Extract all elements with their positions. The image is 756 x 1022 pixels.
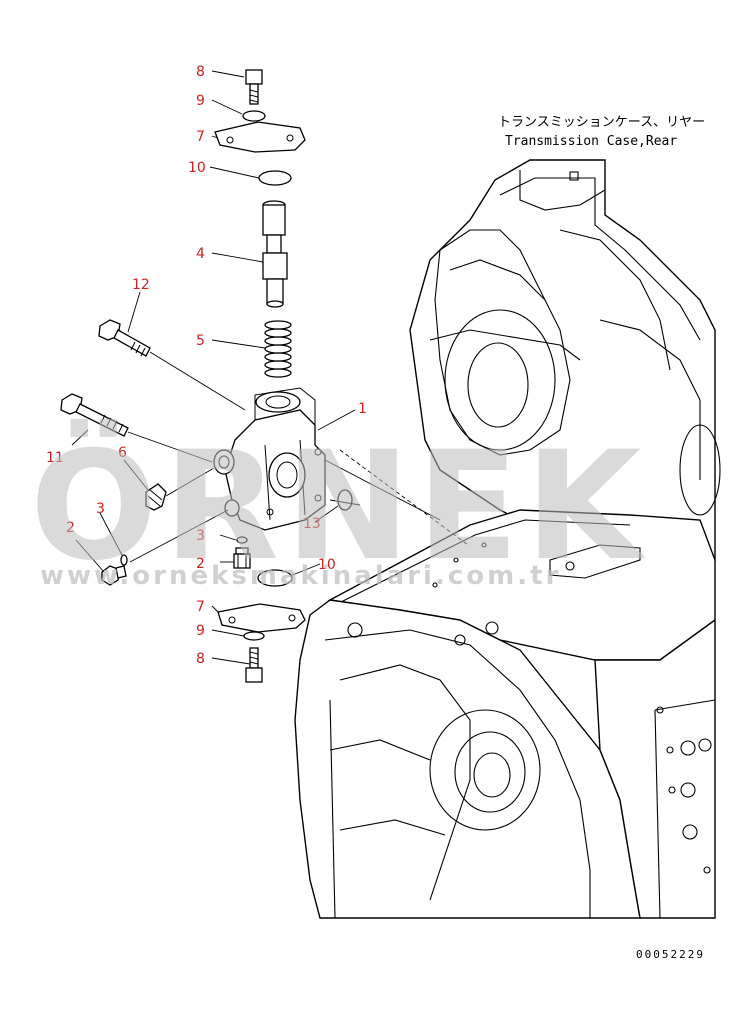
bolt-part-top	[245, 69, 263, 105]
callout-12: 12	[132, 277, 150, 293]
plug-part-left	[101, 565, 127, 586]
document-number: 00052229	[636, 948, 705, 961]
callout-6: 6	[118, 445, 127, 461]
cover-plate-part-bottom	[217, 603, 306, 633]
callout-2-mid: 2	[196, 556, 205, 572]
callout-9-bot: 9	[196, 623, 205, 639]
callout-3-mid: 3	[196, 528, 205, 544]
small-o-ring-part-left	[120, 554, 128, 566]
small-o-ring-part-mid	[236, 536, 248, 544]
callout-8-bot: 8	[196, 651, 205, 667]
transmission-case-illustration	[294, 159, 721, 919]
spring-part	[264, 320, 292, 378]
bolt-part-bottom	[245, 647, 263, 683]
callout-4: 4	[196, 246, 205, 262]
callout-10-bot: 10	[318, 557, 336, 573]
watermark-url: www.orneksmakinalari.com.tr	[40, 561, 561, 591]
bolt-part-11	[60, 393, 129, 437]
caption-japanese: トランスミッションケース、リヤー	[498, 115, 705, 130]
watermark: ÖRNEK www.orneksmakinalari.com.tr	[30, 418, 647, 594]
callout-5: 5	[196, 333, 205, 349]
plug-part-mid	[233, 547, 251, 569]
callout-2-left: 2	[66, 520, 75, 536]
callout-labels: 8 9 7 10 4 12 5 1 11 6 3 2 13 3 2 10 7 9…	[46, 64, 367, 667]
leader-lines	[71, 70, 469, 665]
long-bolt-part	[98, 319, 151, 357]
cover-plate-part-top	[214, 121, 306, 153]
callout-9-top: 9	[196, 93, 205, 109]
callout-10-top: 10	[188, 160, 206, 176]
callout-13: 13	[303, 516, 321, 532]
callout-1: 1	[358, 401, 367, 417]
plug-part	[145, 483, 167, 511]
caption-english: Transmission Case,Rear	[505, 134, 677, 149]
callout-7-top: 7	[196, 129, 205, 145]
valve-body-part	[213, 387, 326, 531]
o-ring-part-top	[258, 170, 292, 186]
callout-7-bot: 7	[196, 599, 205, 615]
o-ring-part-bottom	[257, 569, 293, 587]
washer-part-bottom	[243, 631, 265, 641]
watermark-brand: ÖRNEK	[30, 418, 647, 594]
o-ring-part-13	[337, 489, 353, 511]
washer-part-top	[242, 110, 266, 122]
callout-11: 11	[46, 450, 64, 466]
callout-8-top: 8	[196, 64, 205, 80]
callout-3-left: 3	[96, 501, 105, 517]
valve-spool-part	[262, 200, 288, 308]
